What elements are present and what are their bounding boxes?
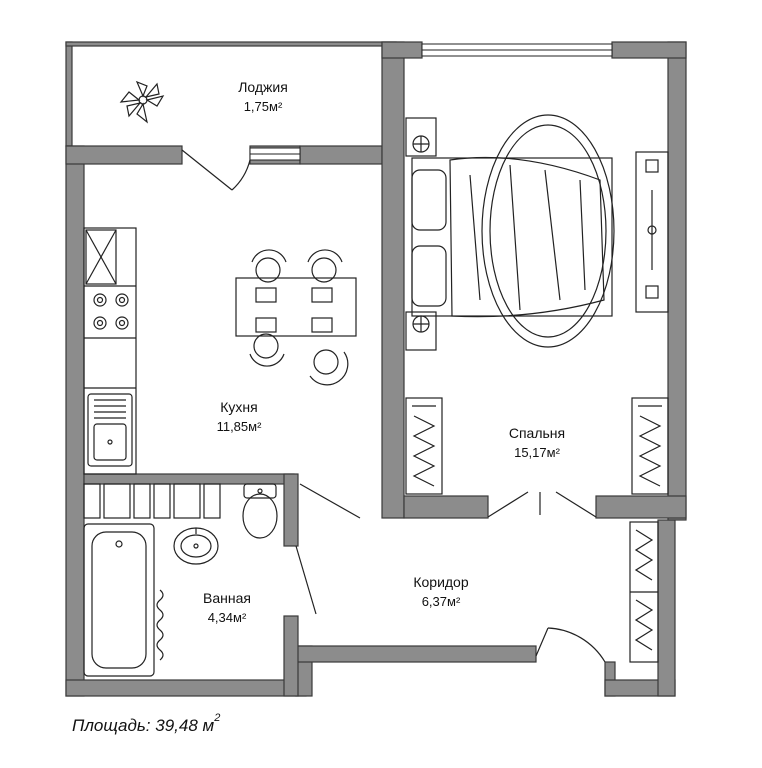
floor-plan: Лоджия 1,75м² Кухня 11,85м² Спальня 15,1… xyxy=(65,41,687,697)
corridor-wardrobe xyxy=(629,521,659,663)
walls xyxy=(65,41,687,697)
doors xyxy=(181,149,606,663)
bathroom-area: 4,34м² xyxy=(208,610,247,625)
total-area: Площадь: 39,48 м2 xyxy=(72,712,220,736)
tv-stand xyxy=(635,151,669,313)
kitchen-area: 11,85м² xyxy=(217,419,263,434)
dining-table xyxy=(235,277,357,337)
corridor-name: Коридор xyxy=(413,574,469,590)
plant-icon xyxy=(119,80,165,124)
chairs xyxy=(249,249,349,386)
loggia-name: Лоджия xyxy=(238,79,288,95)
bedroom-area: 15,17м² xyxy=(514,445,560,460)
toilet-icon xyxy=(242,483,278,539)
total-area-superscript: 2 xyxy=(214,712,221,724)
sink-icon xyxy=(173,527,219,565)
bathroom-name: Ванная xyxy=(203,590,251,606)
bedroom-wardrobes xyxy=(405,397,669,495)
fridge-icon xyxy=(85,229,117,285)
kitchen-sink-icon xyxy=(87,393,133,467)
bedroom-name: Спальня xyxy=(509,425,565,441)
kitchen-name: Кухня xyxy=(220,399,257,415)
loggia-area: 1,75м² xyxy=(244,99,283,114)
corridor-area: 6,37м² xyxy=(422,594,461,609)
kitchen-counter xyxy=(83,227,137,475)
windows xyxy=(249,43,613,161)
washing-machine-row xyxy=(83,483,221,519)
total-area-label: Площадь: 39,48 м xyxy=(72,716,215,735)
nightstand-icons xyxy=(405,117,437,351)
bed xyxy=(411,114,615,348)
pillow-icon xyxy=(411,169,447,231)
stove-icon xyxy=(93,293,129,330)
bathtub-icon xyxy=(83,523,164,677)
pillow-icon xyxy=(411,245,447,307)
